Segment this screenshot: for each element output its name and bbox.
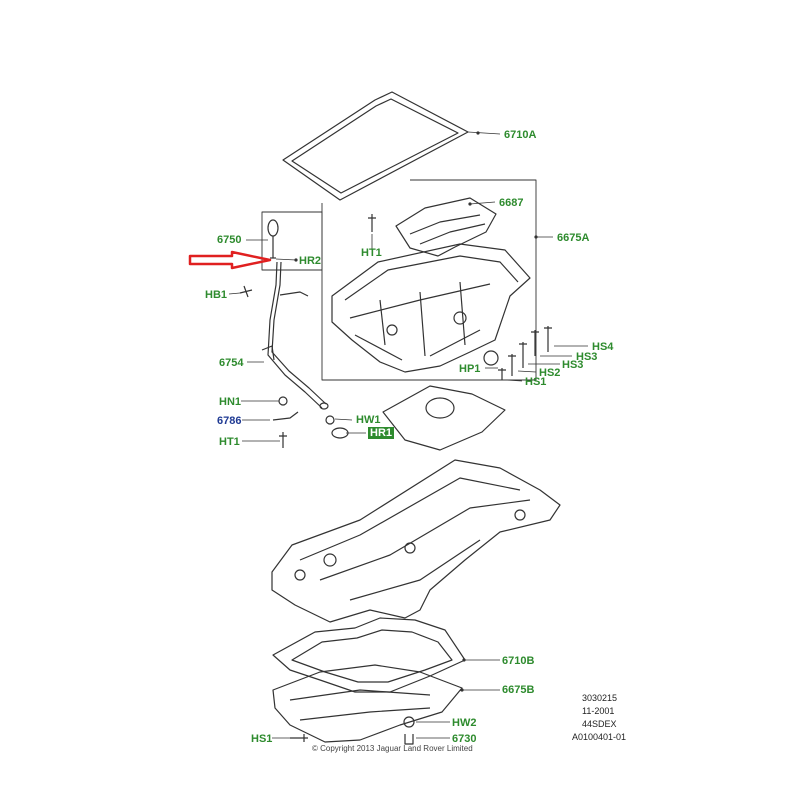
label-hb1: HB1 xyxy=(205,289,228,301)
label-6710a: 6710A xyxy=(504,129,537,141)
label-hw1: HW1 xyxy=(356,414,381,426)
label-hs2: HS2 xyxy=(539,367,561,379)
label-6675a: 6675A xyxy=(557,232,590,244)
label-hs1-bottom: HS1 xyxy=(251,733,273,745)
drain-plug-6730 xyxy=(403,716,415,745)
label-hn1: HN1 xyxy=(219,396,242,408)
clip-6786 xyxy=(272,411,299,421)
lower-gasket-6710b xyxy=(272,617,466,693)
oil-pickup-screen xyxy=(382,385,506,451)
reference-line-4: A0100401-01 xyxy=(572,732,627,742)
group-bracket-6675a xyxy=(321,179,537,381)
label-hr1: HR1 xyxy=(368,427,395,439)
bolts-hs-group xyxy=(498,326,552,380)
label-hs1-top: HS1 xyxy=(525,376,547,388)
label-hs4: HS4 xyxy=(592,341,614,353)
reference-line-2: 11-2001 xyxy=(582,706,615,716)
group-bracket-6750 xyxy=(261,211,323,271)
label-ht1-bottom: HT1 xyxy=(219,436,240,448)
label-hr2: HR2 xyxy=(299,255,322,267)
baffle-plate-6687 xyxy=(395,197,497,257)
o-ring-hr1 xyxy=(331,427,349,439)
lower-oil-pan xyxy=(271,459,561,623)
bottom-oil-pan-6675b xyxy=(272,664,463,743)
plug-hp1 xyxy=(483,350,499,366)
label-hp1: HP1 xyxy=(459,363,481,375)
label-6786: 6786 xyxy=(217,415,242,427)
washer-hw1 xyxy=(325,415,335,425)
bolt-hb1 xyxy=(239,285,253,298)
label-ht1-top: HT1 xyxy=(361,247,382,259)
label-hs3-a: HS3 xyxy=(576,351,598,363)
label-6730: 6730 xyxy=(452,733,477,745)
reference-line-3: 44SDEX xyxy=(582,719,617,729)
reference-line-1: 3030215 xyxy=(582,693,618,703)
copyright-notice: © Copyright 2013 Jaguar Land Rover Limit… xyxy=(312,744,473,753)
label-6687: 6687 xyxy=(499,197,524,209)
label-6754: 6754 xyxy=(219,357,244,369)
label-hs3-b: HS3 xyxy=(562,359,584,371)
bolt-hs1-bottom xyxy=(290,734,308,742)
label-6710b: 6710B xyxy=(502,655,535,667)
upper-gasket-6710a xyxy=(282,91,469,201)
stud-ht1-top xyxy=(368,214,376,232)
upper-oil-pan-6675a xyxy=(331,243,531,373)
leader-lines xyxy=(228,131,588,739)
highlight-arrow xyxy=(188,250,272,270)
label-hw2: HW2 xyxy=(452,717,477,729)
dipstick-6750 xyxy=(267,219,279,259)
nut-hn1 xyxy=(278,396,288,406)
label-6675b: 6675B xyxy=(502,684,535,696)
stud-ht1-bottom xyxy=(279,432,287,448)
dipstick-tube-6754 xyxy=(261,261,329,410)
label-6750: 6750 xyxy=(217,234,242,246)
